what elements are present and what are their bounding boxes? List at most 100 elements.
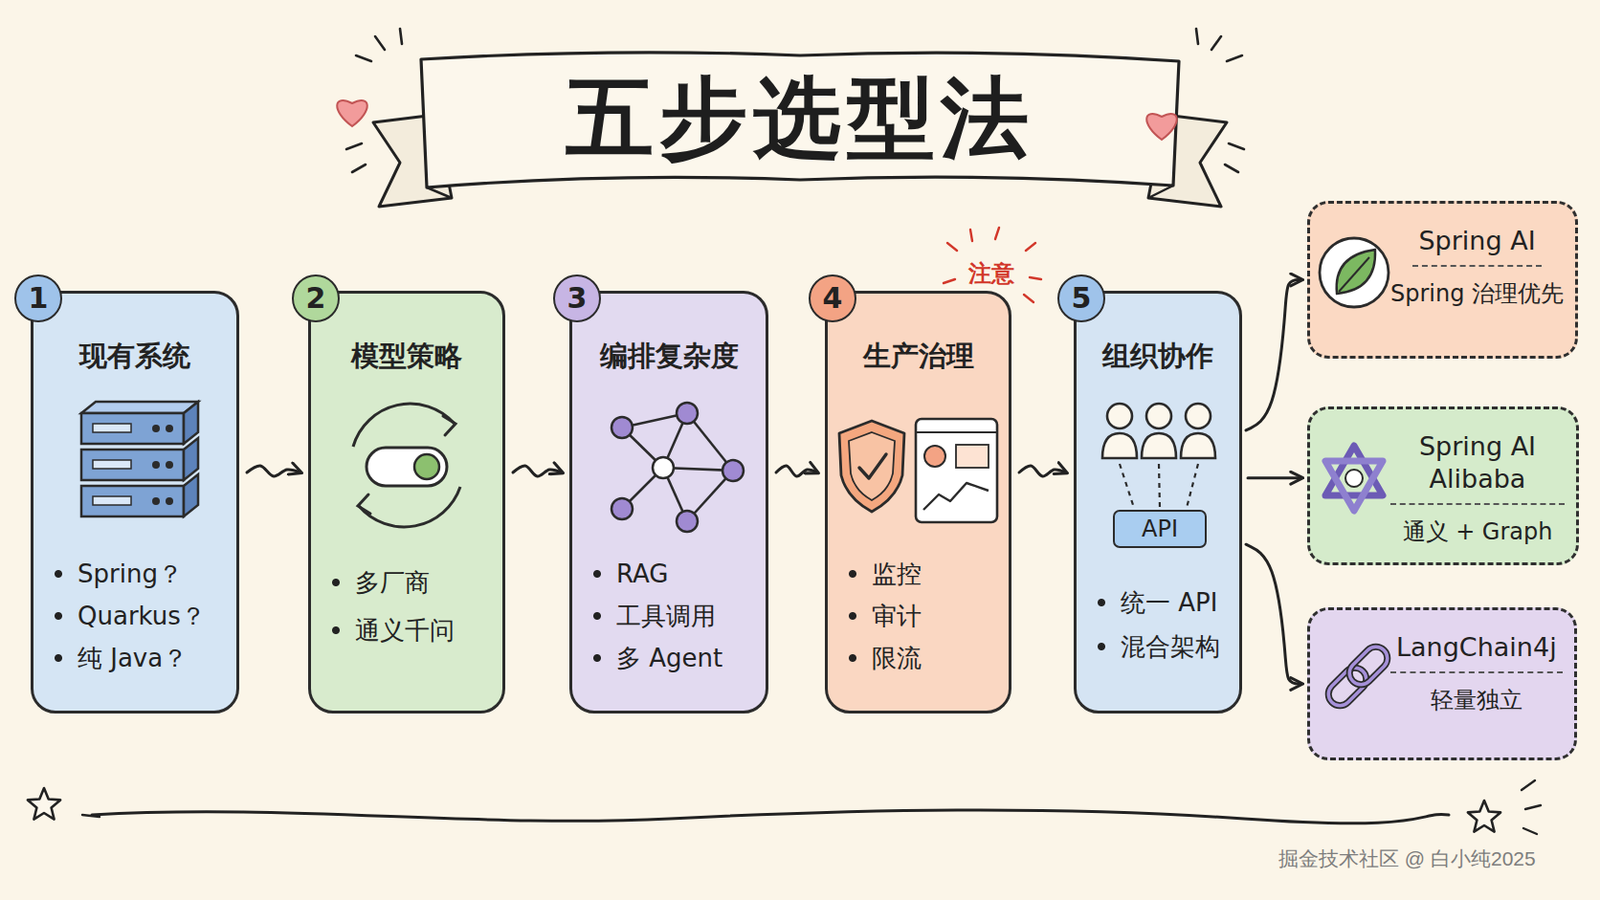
server-icon-part (183, 401, 199, 445)
leaf-icon-part (1336, 249, 1376, 294)
flow-arrow (246, 466, 301, 477)
decoration-stroke (947, 243, 957, 251)
server-icon-part (92, 496, 132, 506)
guard-icon-part (848, 432, 895, 501)
graph-icon-part (611, 498, 633, 520)
step-number: 4 (808, 274, 857, 323)
toggle-icon-part (366, 447, 447, 487)
step-number: 2 (291, 274, 340, 323)
framework-note: 通义 + Graph (1402, 516, 1554, 548)
guard-icon-part (915, 419, 998, 523)
hex-icon-part (1345, 469, 1363, 488)
server-icon-part (92, 460, 132, 469)
team-icon-part (1107, 403, 1133, 429)
title-banner (373, 52, 1227, 207)
bullet-item: 审计 (839, 595, 998, 638)
step-heading: 组织协作 (1088, 336, 1228, 376)
server-icon-part (81, 449, 184, 481)
decoration-stroke (1521, 780, 1535, 791)
guard-icon-part (955, 444, 989, 468)
bullet-item: 限流 (839, 637, 998, 680)
decoration-stroke (355, 55, 372, 62)
framework-name: Spring AI (1412, 224, 1541, 267)
chain-icon-part (1344, 642, 1392, 689)
decoration-stroke (27, 788, 61, 821)
api-label: API (1141, 514, 1178, 544)
bullet-item: 统一 API (1088, 580, 1228, 625)
framework-note: 轻量独立 (1430, 685, 1523, 716)
flow-arrow (1245, 280, 1302, 431)
team-icon-part (1185, 403, 1211, 429)
decoration-stroke (995, 227, 1000, 240)
step-box: 3编排复杂度RAG工具调用多 Agent (569, 290, 769, 714)
graph-icon-part (676, 511, 698, 533)
bullet-item: Spring？ (44, 553, 225, 596)
flow-arrow (776, 466, 818, 477)
step-heading: 现有系统 (44, 336, 225, 376)
step-number: 3 (553, 274, 601, 323)
decoration-stroke (943, 279, 956, 284)
decoration-stroke (1226, 55, 1243, 62)
step-box: 4生产治理监控审计限流 (824, 290, 1012, 714)
server-icon-part (152, 461, 160, 469)
server-icon-part (165, 497, 174, 506)
chain-icon-part (1344, 642, 1392, 689)
server-icon-part (165, 424, 174, 433)
bullet-item: 工具调用 (583, 595, 755, 638)
decoration-stroke (1224, 164, 1239, 173)
guard-icon-part (915, 431, 998, 434)
decoration-stroke (426, 185, 1174, 199)
decoration-stroke (1025, 243, 1036, 251)
diagram-title: 五步选型法 (417, 65, 1183, 173)
bullet-item: 监控 (839, 553, 998, 596)
api-box: API (1112, 510, 1207, 549)
server-icon-part (152, 497, 160, 506)
server-icon-part (183, 438, 199, 481)
decoration-stroke (336, 100, 368, 127)
bullet-item: 多厂商 (322, 558, 491, 607)
server-icon-part (81, 413, 184, 445)
framework-box: Spring AI Spring 治理优先 (1307, 200, 1578, 359)
team-icon-part (1186, 464, 1199, 509)
step-heading: 编排复杂度 (583, 336, 755, 376)
graph-icon-part (652, 457, 674, 479)
decoration-stroke (1228, 143, 1245, 150)
decoration-stroke (1211, 36, 1222, 50)
team-icon-part (1146, 403, 1172, 429)
step-box: 1现有系统Spring？Quarkus？纯 Java？ (30, 290, 240, 714)
graph-icon-part (611, 417, 633, 439)
guard-icon-part (923, 483, 989, 511)
burst-lines (346, 28, 1245, 173)
stars (27, 788, 1501, 833)
team-icon-part (1102, 433, 1137, 459)
decoration-stroke (1525, 805, 1541, 810)
toggle-icon-part (358, 487, 461, 528)
server-icon-part (183, 474, 199, 517)
decoration-stroke (1146, 113, 1178, 140)
step-box: 5组织协作统一 API混合架构API (1073, 290, 1243, 714)
team-icon-part (1158, 464, 1160, 509)
framework-name: LangChain4j (1390, 631, 1563, 674)
decoration-stroke (1029, 277, 1042, 280)
bullet-item: Quarkus？ (44, 595, 225, 638)
step-number: 1 (14, 274, 63, 323)
guard-icon-part (859, 454, 887, 479)
decoration-stroke (1523, 828, 1537, 835)
guard-icon-part (924, 445, 946, 467)
framework-box: Spring AI Alibaba通义 + Graph (1307, 406, 1579, 566)
framework-box: LangChain4j 轻量独立 (1307, 607, 1578, 761)
hex-icon-part (1325, 461, 1383, 512)
server-icon-part (81, 486, 184, 517)
server-icon-part (152, 424, 160, 433)
graph-icon-part (722, 460, 744, 482)
decoration-stroke (1023, 294, 1034, 303)
bullet-item: 混合架构 (1088, 624, 1228, 669)
bullet-item: 通义千问 (322, 606, 491, 655)
framework-note: Spring 治理优先 (1390, 278, 1564, 310)
graph-icon-part (676, 402, 698, 424)
leaf-icon-part (1338, 257, 1370, 292)
decoration-stroke (352, 164, 366, 173)
decoration-stroke (1196, 28, 1199, 45)
server-icon-part (81, 401, 199, 414)
